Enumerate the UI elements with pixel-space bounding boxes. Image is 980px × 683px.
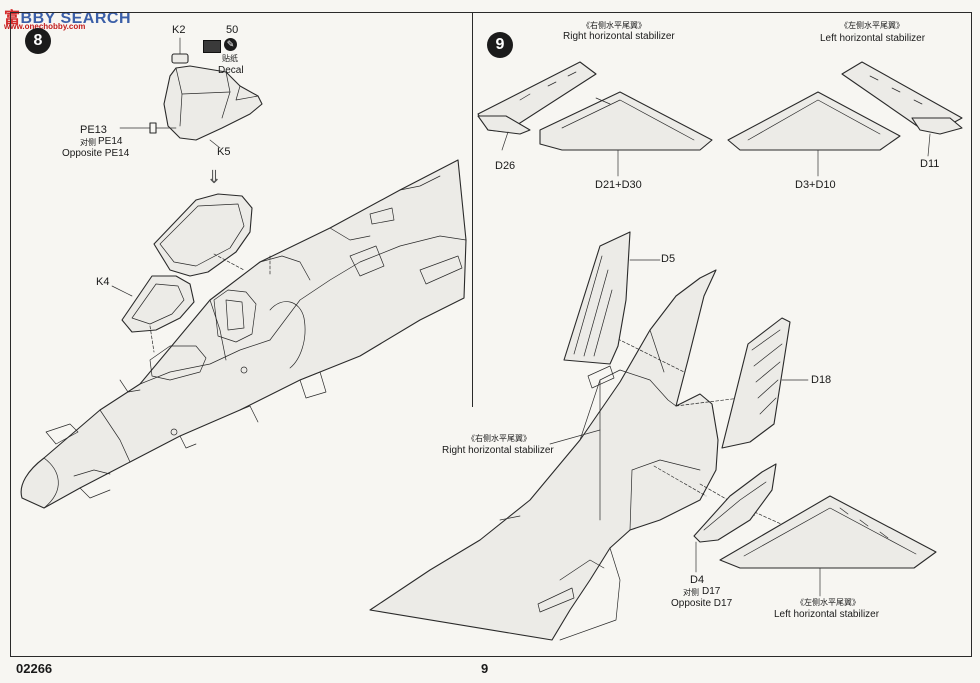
k4-canopy-part — [111, 193, 253, 333]
page-number: 9 — [481, 661, 489, 676]
product-code: 02266 — [16, 661, 53, 676]
d5-part — [563, 231, 661, 365]
label-d21-d30: D21+D30 — [595, 179, 642, 191]
label-decal-count: 50 — [226, 24, 239, 36]
k5-canopy-part — [119, 37, 263, 149]
label-k4: K4 — [96, 276, 110, 288]
decal-icon — [203, 40, 221, 53]
label-d4: D4 — [690, 574, 705, 586]
left-stabilizer-exploded — [727, 61, 963, 177]
label-d3-d10: D3+D10 — [795, 179, 836, 191]
down-arrow-icon: ⇓ — [206, 167, 222, 187]
step-divider — [472, 12, 473, 407]
label-pe14-cn: 对侧 — [80, 138, 96, 147]
page-frame — [10, 12, 972, 657]
label-k2: K2 — [172, 24, 186, 36]
d4-part — [693, 463, 777, 573]
label-opposite-pe14: Opposite PE14 — [62, 148, 130, 159]
label-left-stab-cn: 《左侧水平尾翼》 — [840, 21, 904, 30]
label-d18: D18 — [811, 374, 832, 386]
label-d26: D26 — [495, 160, 516, 172]
label-d17: D17 — [702, 586, 721, 597]
tail-fuselage — [369, 269, 791, 641]
left-stabilizer-lower — [719, 495, 937, 597]
label-left-stab2-en: Left horizontal stabilizer — [774, 609, 880, 620]
label-right-stab-en: Right horizontal stabilizer — [563, 31, 675, 42]
label-left-stab-en: Left horizontal stabilizer — [820, 33, 926, 44]
label-right-stab2-cn: 《右侧水平尾翼》 — [467, 434, 531, 443]
fuselage-nose — [20, 159, 467, 509]
label-d5: D5 — [661, 253, 676, 265]
d18-part — [721, 317, 809, 449]
label-opposite-d17: Opposite D17 — [671, 598, 733, 609]
label-decal-en: Decal — [218, 65, 244, 76]
label-pe14: PE14 — [98, 136, 123, 147]
watermark-brand-a: 富 — [4, 10, 21, 27]
label-right-stab-cn: 《右侧水平尾翼》 — [582, 21, 646, 30]
decal-symbol-icon: ✎ — [224, 38, 237, 51]
watermark-url: www.onechobby.com — [4, 22, 86, 31]
label-d11: D11 — [920, 158, 940, 170]
label-right-stab2-en: Right horizontal stabilizer — [442, 445, 554, 456]
watermark-brand-b: BBY SEARCH — [20, 10, 132, 27]
watermark-logo: 富BBY SEARCH — [4, 4, 131, 28]
step-number-9: 9 — [487, 32, 513, 58]
label-d17-cn: 对侧 — [683, 588, 699, 597]
label-decal-cn: 贴纸 — [222, 54, 238, 63]
step-number-8: 8 — [25, 28, 51, 54]
label-pe13: PE13 — [80, 124, 107, 136]
right-stabilizer-exploded — [477, 61, 713, 177]
label-k5: K5 — [217, 146, 231, 158]
label-left-stab2-cn: 《左侧水平尾翼》 — [796, 598, 860, 607]
